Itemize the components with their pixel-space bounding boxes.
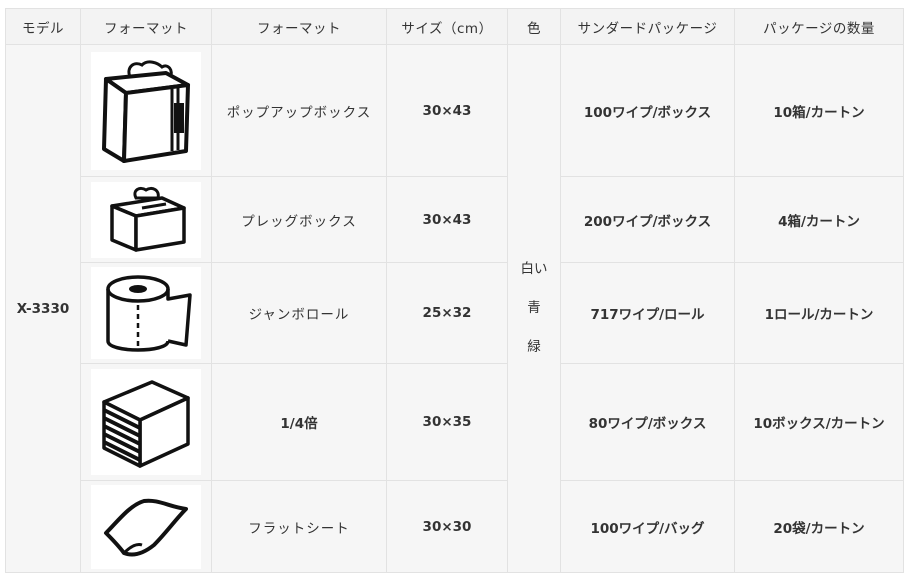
quantity-cell: 10箱/カートン bbox=[734, 44, 904, 177]
package-cell: 200ワイプ/ボックス bbox=[560, 176, 735, 263]
flat-sheet-icon bbox=[91, 484, 201, 569]
table-row: X-3330 bbox=[5, 44, 904, 573]
table-row: ジャンボロール 25×32 717ワイプ/ロール 1ロール/カートン bbox=[6, 262, 904, 364]
color-green: 緑 bbox=[527, 339, 541, 355]
popup-box-icon bbox=[91, 51, 201, 170]
format-cell: ポップアップボックス bbox=[211, 44, 387, 177]
quantity-cell: 4箱/カートン bbox=[734, 176, 904, 263]
quantity-cell: 1ロール/カートン bbox=[734, 262, 904, 364]
header-format: フォーマット bbox=[211, 8, 387, 45]
header-standard-package: サンダードパッケージ bbox=[560, 8, 735, 45]
header-row: モデル フォーマット フォーマット サイズ（cm） 色 サンダードパッケージ パ… bbox=[5, 8, 904, 45]
header-package-quantity: パッケージの数量 bbox=[734, 8, 904, 45]
model-cell: X-3330 bbox=[5, 44, 81, 573]
package-cell: 80ワイプ/ボックス bbox=[560, 363, 735, 481]
header-format-image: フォーマット bbox=[80, 8, 212, 45]
package-cell: 717ワイプ/ロール bbox=[560, 262, 735, 364]
size-cell: 30×43 bbox=[386, 44, 508, 177]
format-image-cell bbox=[80, 480, 212, 573]
color-white: 白い bbox=[520, 261, 548, 277]
quantity-cell: 20袋/カートン bbox=[734, 480, 904, 573]
header-model: モデル bbox=[5, 8, 81, 45]
table-row: フラットシート 30×30 100ワイプ/バッグ 20袋/カートン bbox=[6, 480, 904, 573]
package-cell: 100ワイプ/バッグ bbox=[560, 480, 735, 573]
table-row: プレッグボックス 30×43 200ワイプ/ボックス 4箱/カートン bbox=[6, 176, 904, 263]
format-image-cell bbox=[80, 262, 212, 364]
size-cell: 25×32 bbox=[386, 262, 508, 364]
header-size: サイズ（cm） bbox=[386, 8, 508, 45]
format-image-cell bbox=[80, 363, 212, 481]
format-cell: フラットシート bbox=[211, 480, 387, 573]
color-blue: 青 bbox=[527, 300, 541, 316]
table-row: 1/4倍 30×35 80ワイプ/ボックス 10ボックス/カートン bbox=[6, 363, 904, 481]
format-cell: プレッグボックス bbox=[211, 176, 387, 263]
package-cell: 100ワイプ/ボックス bbox=[560, 44, 735, 177]
format-cell: 1/4倍 bbox=[211, 363, 387, 481]
pleg-box-icon bbox=[91, 181, 201, 258]
color-cell: 白い 青 緑 bbox=[507, 44, 561, 573]
quarter-fold-stack-icon bbox=[91, 369, 201, 475]
format-cell: ジャンボロール bbox=[211, 262, 387, 364]
format-image-cell bbox=[80, 176, 212, 263]
spec-table: モデル フォーマット フォーマット サイズ（cm） 色 サンダードパッケージ パ… bbox=[5, 8, 904, 573]
size-cell: 30×30 bbox=[386, 480, 508, 573]
format-image-cell bbox=[80, 44, 212, 177]
quantity-cell: 10ボックス/カートン bbox=[734, 363, 904, 481]
header-color: 色 bbox=[507, 8, 561, 45]
jumbo-roll-icon bbox=[91, 267, 201, 359]
size-cell: 30×43 bbox=[386, 176, 508, 263]
size-cell: 30×35 bbox=[386, 363, 508, 481]
